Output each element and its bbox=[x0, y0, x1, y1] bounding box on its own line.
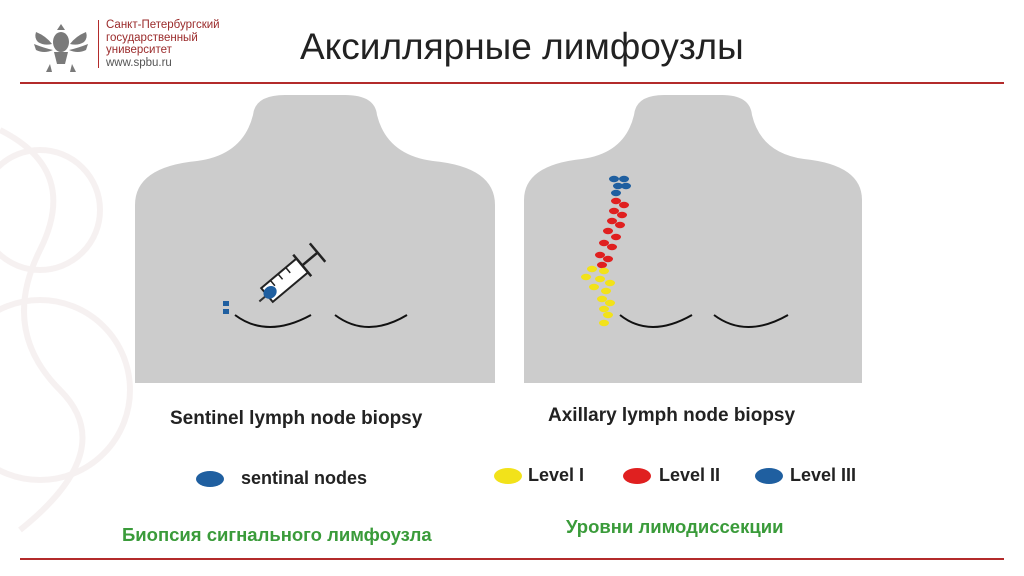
lymph-node-level-1 bbox=[601, 288, 611, 294]
legend-sentinel-text: sentinal nodes bbox=[241, 468, 367, 489]
lymph-node-level-2 bbox=[603, 228, 613, 234]
university-logo-icon bbox=[32, 18, 90, 74]
lymph-node-level-2 bbox=[611, 198, 621, 204]
lymph-node-level-3 bbox=[619, 176, 629, 182]
university-line-2: государственный bbox=[106, 32, 220, 45]
torso-silhouette bbox=[135, 95, 495, 383]
university-line-1: Санкт-Петербургский bbox=[106, 19, 220, 32]
university-line-3: университет bbox=[106, 44, 220, 57]
header-divider bbox=[98, 20, 99, 68]
sentinel-node-marker bbox=[223, 309, 229, 314]
lymph-node-level-1 bbox=[589, 284, 599, 290]
lymph-node-level-2 bbox=[617, 212, 627, 218]
lymph-node-level-2 bbox=[595, 252, 605, 258]
axillary-torso-diagram bbox=[524, 95, 862, 383]
axillary-caption: Уровни лимодиссекции bbox=[566, 516, 783, 538]
lymph-node-level-2 bbox=[619, 202, 629, 208]
legend-level3-dot bbox=[755, 468, 783, 484]
sentinel-caption: Биопсия сигнального лимфоузла bbox=[122, 524, 432, 546]
legend-level1-text: Level I bbox=[528, 465, 584, 486]
lymph-node-level-1 bbox=[599, 306, 609, 312]
legend-level1-dot bbox=[494, 468, 522, 484]
header: Санкт-Петербургский государственный унив… bbox=[0, 0, 1024, 86]
bottom-rule bbox=[20, 558, 1004, 560]
lymph-node-level-1 bbox=[597, 296, 607, 302]
lymph-node-level-2 bbox=[597, 262, 607, 268]
university-url[interactable]: www.spbu.ru bbox=[106, 57, 220, 70]
legend-level2-text: Level II bbox=[659, 465, 720, 486]
legend-level3-text: Level III bbox=[790, 465, 856, 486]
university-name: Санкт-Петербургский государственный унив… bbox=[106, 19, 220, 69]
lymph-node-level-2 bbox=[607, 244, 617, 250]
sentinel-label: Sentinel lymph node biopsy bbox=[170, 408, 422, 430]
axillary-label: Axillary lymph node biopsy bbox=[548, 405, 795, 427]
legend-level2-dot bbox=[623, 468, 651, 484]
lymph-node-level-1 bbox=[605, 280, 615, 286]
lymph-node-level-3 bbox=[621, 183, 631, 189]
lymph-node-level-1 bbox=[581, 274, 591, 280]
lymph-node-level-2 bbox=[599, 240, 609, 246]
slide-title: Аксиллярные лимфоузлы bbox=[300, 26, 744, 68]
lymph-node-level-2 bbox=[607, 218, 617, 224]
lymph-node-level-1 bbox=[599, 320, 609, 326]
torso-silhouette bbox=[524, 95, 862, 383]
lymph-node-level-2 bbox=[611, 234, 621, 240]
lymph-node-level-3 bbox=[611, 190, 621, 196]
lymph-node-level-2 bbox=[603, 256, 613, 262]
lymph-node-level-2 bbox=[615, 222, 625, 228]
sentinel-node-marker bbox=[223, 301, 229, 306]
lymph-node-level-1 bbox=[605, 300, 615, 306]
sentinel-torso-diagram bbox=[135, 95, 495, 383]
legend-sentinel-dot bbox=[196, 471, 224, 487]
lymph-node-level-1 bbox=[599, 268, 609, 274]
lymph-node-level-3 bbox=[609, 176, 619, 182]
lymph-node-level-1 bbox=[595, 276, 605, 282]
lymph-node-level-2 bbox=[609, 208, 619, 214]
lymph-node-level-1 bbox=[603, 312, 613, 318]
lymph-node-level-1 bbox=[587, 266, 597, 272]
top-rule bbox=[20, 82, 1004, 84]
